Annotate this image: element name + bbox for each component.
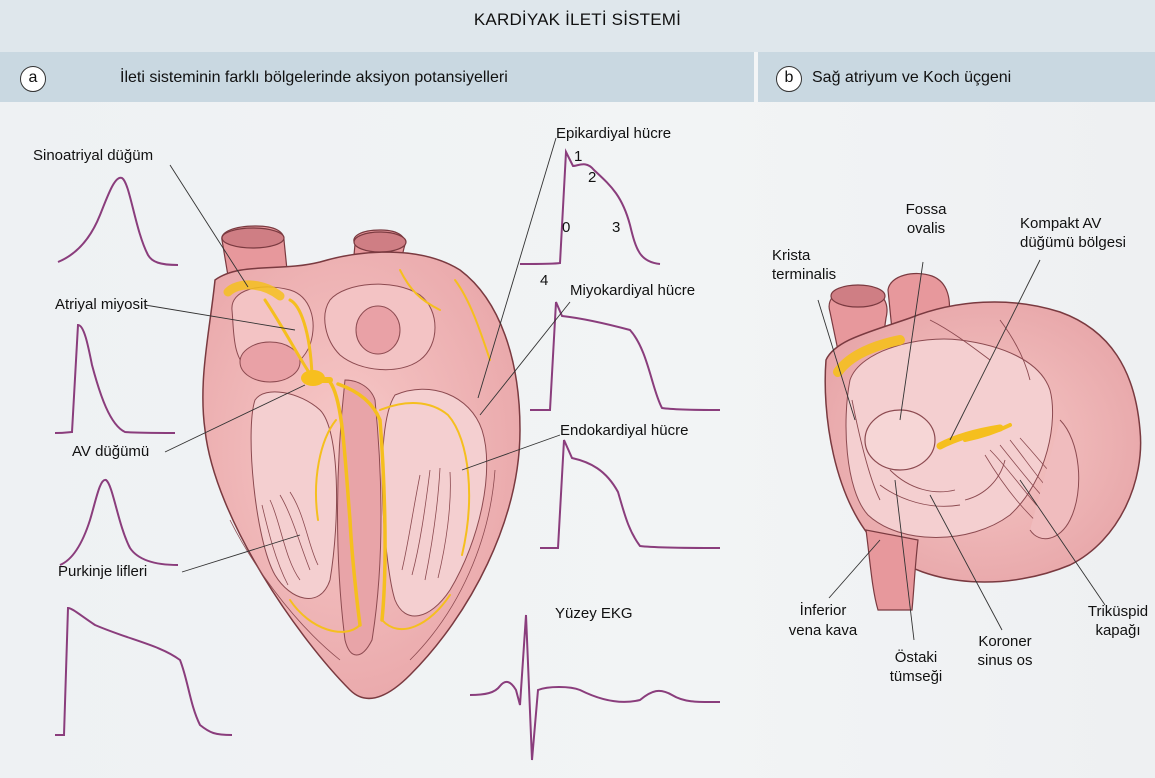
label-tricuspid-valve-2: kapağı [1082, 621, 1154, 640]
label-myocardial-cell: Miyokardiyal hücre [570, 281, 695, 300]
label-tricuspid-valve-1: Triküspid [1082, 602, 1154, 621]
phase-1-label: 1 [574, 147, 582, 166]
label-compact-av-1: Kompakt AV [1020, 214, 1101, 233]
label-inferior-vena-cava-1: İnferior [768, 601, 878, 620]
heart-illustration [203, 226, 520, 698]
label-eustachian-ridge-1: Östaki [876, 648, 956, 667]
phase-3-label: 3 [612, 218, 620, 237]
trace-av-node [60, 480, 178, 565]
trace-endocardial [540, 440, 720, 548]
trace-ekg [470, 615, 720, 760]
label-purkinje-fibers: Purkinje lifleri [58, 562, 147, 581]
trace-sinoatrial [58, 178, 178, 265]
right-atrium-illustration [825, 274, 1140, 610]
label-surface-ekg: Yüzey EKG [555, 604, 633, 623]
trace-myocardial [530, 302, 720, 410]
trace-purkinje [55, 608, 232, 735]
phase-0-label: 0 [562, 218, 570, 237]
phase-4-label: 4 [540, 271, 548, 290]
label-fossa-ovalis-1: Fossa [898, 200, 954, 219]
label-compact-av-2: düğümü bölgesi [1020, 233, 1126, 252]
label-eustachian-ridge-2: tümseği [876, 667, 956, 686]
label-av-node: AV düğümü [72, 442, 149, 461]
label-krista-terminalis-2: terminalis [772, 265, 836, 284]
label-sinoatrial-node: Sinoatriyal düğüm [33, 146, 153, 165]
label-atrial-myocyte: Atriyal miyosit [55, 295, 148, 314]
label-fossa-ovalis-2: ovalis [898, 219, 954, 238]
phase-2-label: 2 [588, 168, 596, 187]
label-endocardial-cell: Endokardiyal hücre [560, 421, 688, 440]
label-epicardial-cell: Epikardiyal hücre [556, 124, 671, 143]
trace-atrial [55, 325, 175, 433]
label-krista-terminalis-1: Krista [772, 246, 810, 265]
label-inferior-vena-cava-2: vena kava [768, 621, 878, 640]
label-coronary-sinus-2: sinus os [965, 651, 1045, 670]
label-coronary-sinus-1: Koroner [965, 632, 1045, 651]
